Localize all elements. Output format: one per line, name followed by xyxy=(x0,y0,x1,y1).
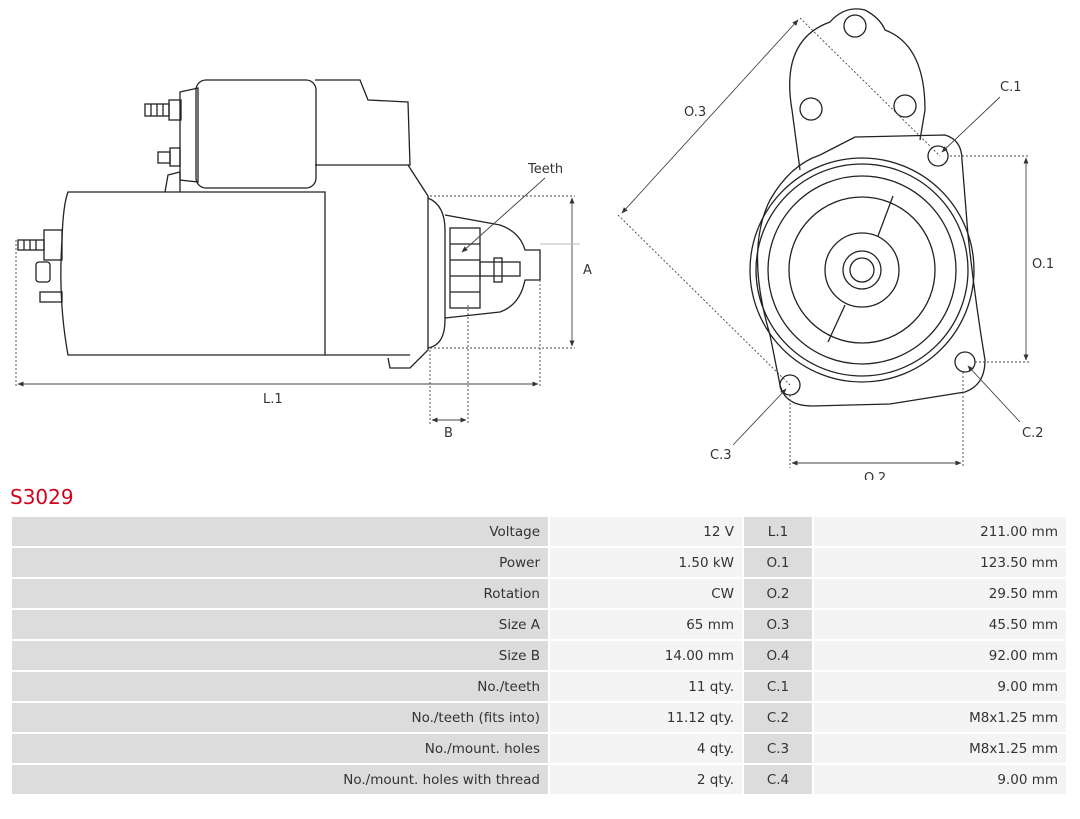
spec-value: 65 mm xyxy=(550,610,742,639)
spec-label: No./teeth (fits into) xyxy=(12,703,548,732)
dimension-value: 29.50 mm xyxy=(814,579,1066,608)
label-o1: O.1 xyxy=(1032,257,1054,272)
label-l1: L.1 xyxy=(263,392,283,407)
label-c2: C.2 xyxy=(1022,426,1043,441)
spec-value: 4 qty. xyxy=(550,734,742,763)
dimension-code: C.4 xyxy=(744,765,812,794)
dimension-code: C.2 xyxy=(744,703,812,732)
spec-label: Size A xyxy=(12,610,548,639)
spec-label: Size B xyxy=(12,641,548,670)
spec-value: 2 qty. xyxy=(550,765,742,794)
label-c3: C.3 xyxy=(710,448,731,463)
dimension-code: O.4 xyxy=(744,641,812,670)
spec-label: Power xyxy=(12,548,548,577)
dimension-value: 123.50 mm xyxy=(814,548,1066,577)
label-a: A xyxy=(583,263,592,278)
dimension-code: O.2 xyxy=(744,579,812,608)
label-c1: C.1 xyxy=(1000,80,1021,95)
dimension-value: M8x1.25 mm xyxy=(814,703,1066,732)
spec-label: No./teeth xyxy=(12,672,548,701)
spec-value: 11.12 qty. xyxy=(550,703,742,732)
dimension-value: 45.50 mm xyxy=(814,610,1066,639)
front-view-dimensions xyxy=(617,17,1030,468)
spec-label: Rotation xyxy=(12,579,548,608)
spec-value: 14.00 mm xyxy=(550,641,742,670)
label-teeth: Teeth xyxy=(527,162,563,177)
label-b: B xyxy=(444,426,453,441)
dimension-value: 9.00 mm xyxy=(814,765,1066,794)
dimension-value: 92.00 mm xyxy=(814,641,1066,670)
spec-label: No./mount. holes xyxy=(12,734,548,763)
side-view-dimensions xyxy=(15,177,580,425)
spec-value: CW xyxy=(550,579,742,608)
dimension-code: C.3 xyxy=(744,734,812,763)
spec-label: No./mount. holes with thread xyxy=(12,765,548,794)
spec-value: 11 qty. xyxy=(550,672,742,701)
dimension-code: O.1 xyxy=(744,548,812,577)
technical-drawing: Teeth A L.1 B xyxy=(15,8,1054,480)
spec-value: 12 V xyxy=(550,517,742,546)
spec-label: Voltage xyxy=(12,517,548,546)
label-o2: O.2 xyxy=(864,471,886,480)
dimension-value: 9.00 mm xyxy=(814,672,1066,701)
dimension-value: M8x1.25 mm xyxy=(814,734,1066,763)
dimension-value: 211.00 mm xyxy=(814,517,1066,546)
starter-front-view xyxy=(749,8,986,407)
spec-value: 1.50 kW xyxy=(550,548,742,577)
label-o3: O.3 xyxy=(684,105,706,120)
dimension-code: C.1 xyxy=(744,672,812,701)
product-code: S3029 xyxy=(10,485,74,509)
starter-side-view xyxy=(17,79,541,369)
dimension-code: L.1 xyxy=(744,517,812,546)
dimension-code: O.3 xyxy=(744,610,812,639)
